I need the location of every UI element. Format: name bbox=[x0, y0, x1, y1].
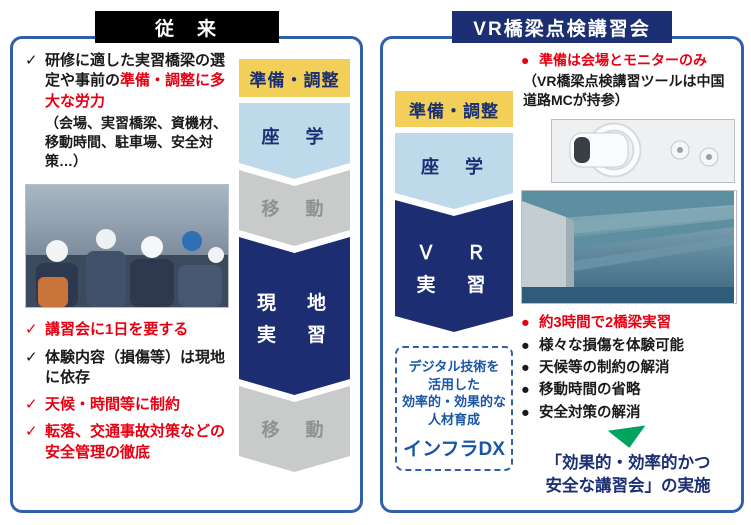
benefit-item: ● 様々な損傷を体験可能 bbox=[521, 335, 735, 357]
check-icon: ✓ bbox=[25, 52, 38, 69]
conventional-text-column: ✓ 研修に適した実習橋梁の選定や事前の準備・調整に多大な労力 （会場、実習橋梁、… bbox=[25, 51, 231, 500]
step-label: 座 学 bbox=[421, 157, 487, 177]
check-icon: ✓ bbox=[25, 423, 38, 441]
dx-description: デジタル技術を 活用した 効率的・効果的な 人材育成 bbox=[401, 359, 506, 427]
conventional-title: 従 来 bbox=[94, 11, 279, 43]
step-label: 準備・調整 bbox=[409, 101, 499, 121]
vr-benefits-list: ● 約3時間で2橋梁実習 ● 様々な損傷を体験可能 ● 天候等の制約の解消 ● … bbox=[521, 312, 735, 424]
step-label: 座 学 bbox=[261, 127, 328, 147]
vr-body: 準備・調整 座 学 Ｖ Ｒ 実 習 デジタル技術を 活用した 効率的・効果的な bbox=[383, 39, 741, 510]
vr-headset-photo bbox=[551, 119, 735, 184]
bullet-icon: ● bbox=[521, 404, 530, 421]
bullet-icon: ● bbox=[521, 382, 530, 399]
flow-step-lecture: 座 学 bbox=[239, 103, 350, 179]
note-paren: （会場、実習橋梁、資機材、移動時間、駐車場、安全対策…） bbox=[45, 114, 227, 169]
conventional-issues-list: ✓ 講習会に1日を要する ✓ 体験内容（損傷等）は現地に依存 ✓ 天候・時間等に… bbox=[25, 320, 231, 470]
flow-step-move-2: 移 動 bbox=[239, 386, 350, 472]
vr-bridge-view-photo bbox=[521, 190, 737, 305]
issue-item: ✓ 天候・時間等に制約 bbox=[25, 395, 231, 415]
issue-text: 体験内容（損傷等）は現地に依存 bbox=[45, 348, 226, 386]
bullet-icon: ● bbox=[521, 337, 530, 354]
check-icon: ✓ bbox=[25, 348, 38, 366]
benefit-text: 移動時間の省略 bbox=[539, 382, 641, 399]
panel-vr-training: VR橋梁点検講習会 準備・調整 座 学 Ｖ Ｒ 実 習 デジタル技術を bbox=[380, 11, 744, 513]
step-label: Ｖ Ｒ 実 習 bbox=[416, 242, 492, 296]
bullet-icon: ● bbox=[521, 52, 530, 68]
benefit-text: 約3時間で2橋梁実習 bbox=[539, 315, 672, 332]
benefit-item: ● 天候等の制約の解消 bbox=[521, 357, 735, 379]
issue-text: 講習会に1日を要する bbox=[45, 321, 189, 339]
step-label: 準備・調整 bbox=[249, 70, 340, 90]
flow-step-vr-practice: Ｖ Ｒ 実 習 bbox=[395, 200, 513, 332]
issue-text: 天候・時間等に制約 bbox=[45, 396, 181, 414]
check-icon: ✓ bbox=[25, 396, 38, 414]
step-label: 移 動 bbox=[261, 199, 328, 219]
down-arrow-icon bbox=[607, 425, 649, 451]
flow-step-preparation: 準備・調整 bbox=[239, 59, 350, 97]
step-label: 現 地 実 習 bbox=[256, 292, 332, 346]
infra-dx-label: インフラDX bbox=[403, 439, 505, 461]
benefit-item: ● 移動時間の省略 bbox=[521, 379, 735, 401]
conventional-flow: 準備・調整 座 学 移 動 現 地 実 習 移 動 bbox=[239, 51, 350, 500]
flow-step-lecture: 座 学 bbox=[395, 133, 513, 209]
benefit-text: 天候等の制約の解消 bbox=[539, 360, 670, 377]
infra-dx-box: デジタル技術を 活用した 効率的・効果的な 人材育成 インフラDX bbox=[395, 346, 513, 472]
benefit-text: 様々な損傷を体験可能 bbox=[539, 337, 684, 354]
note-text-red: 準備・調整に多大な労力 bbox=[45, 72, 226, 110]
note-preparation-simple: ● 準備は会場とモニターのみ bbox=[521, 51, 735, 70]
step-label: 移 動 bbox=[261, 420, 328, 440]
note-text-black: 研修に適した実習橋梁の選定や事前の bbox=[45, 52, 226, 90]
flow-step-onsite-practice: 現 地 実 習 bbox=[239, 237, 350, 395]
issue-item: ✓ 講習会に1日を要する bbox=[25, 320, 231, 340]
note-preparation-burden: ✓ 研修に適した実習橋梁の選定や事前の準備・調整に多大な労力 （会場、実習橋梁、… bbox=[25, 51, 231, 170]
issue-item: ✓ 体験内容（損傷等）は現地に依存 bbox=[25, 348, 231, 389]
workers-photo bbox=[25, 184, 229, 309]
vr-training-title: VR橋梁点検講習会 bbox=[452, 11, 672, 43]
conclusion-text: 「効果的・効率的かつ 安全な講習会」の実施 bbox=[545, 454, 711, 495]
issue-text: 転落、交通事故対策などの安全管理の徹底 bbox=[45, 423, 226, 461]
conventional-body: ✓ 研修に適した実習橋梁の選定や事前の準備・調整に多大な労力 （会場、実習橋梁、… bbox=[13, 39, 360, 510]
note-text: 準備は会場とモニターのみ bbox=[539, 52, 707, 68]
vr-flow: 準備・調整 座 学 Ｖ Ｒ 実 習 デジタル技術を 活用した 効率的・効果的な bbox=[395, 51, 513, 500]
bullet-icon: ● bbox=[521, 360, 530, 377]
benefit-item: ● 安全対策の解消 bbox=[521, 402, 735, 424]
panel-conventional: 従 来 ✓ 研修に適した実習橋梁の選定や事前の準備・調整に多大な労力 （会場、実… bbox=[10, 11, 363, 513]
note-text-block: 研修に適した実習橋梁の選定や事前の準備・調整に多大な労力 （会場、実習橋梁、資機… bbox=[45, 51, 231, 170]
issue-item: ✓ 転落、交通事故対策などの安全管理の徹底 bbox=[25, 422, 231, 463]
vr-content-column: ● 準備は会場とモニターのみ （VR橋梁点検講習ツールは中国道路MCが持参） bbox=[521, 51, 737, 500]
benefit-item: ● 約3時間で2橋梁実習 bbox=[521, 312, 735, 334]
benefit-text: 安全対策の解消 bbox=[539, 404, 641, 421]
note-paren: （VR橋梁点検講習ツールは中国道路MCが持参） bbox=[523, 72, 725, 109]
flow-step-move-1: 移 動 bbox=[239, 170, 350, 246]
flow-step-preparation: 準備・調整 bbox=[395, 91, 513, 127]
bullet-icon: ● bbox=[521, 315, 530, 332]
check-icon: ✓ bbox=[25, 321, 38, 339]
